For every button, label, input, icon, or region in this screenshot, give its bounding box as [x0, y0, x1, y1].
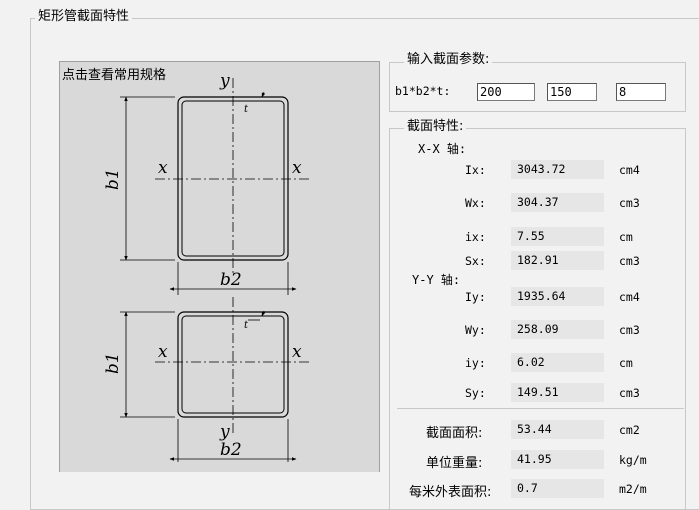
dimension-label: b1*b2*t: — [395, 84, 451, 98]
section-area-unit: cm2 — [619, 423, 640, 437]
prop-value-sx: 182.91 — [511, 251, 604, 270]
surface-area-per-meter-value: 0.7 — [511, 479, 604, 498]
prop-unit-sy: cm3 — [619, 386, 640, 400]
prop-unit-iy: cm — [619, 356, 633, 370]
prop-value-iy: 6.02 — [511, 353, 604, 372]
surface-area-per-meter-label: 每米外表面积: — [409, 485, 492, 500]
upper-b2-label: b2 — [220, 270, 242, 290]
upper-b1-label: b1 — [103, 168, 123, 190]
prop-unit-ix: cm — [619, 230, 633, 244]
yy-axis-heading: Y-Y 轴: — [412, 273, 461, 287]
unit-weight-label: 单位重量: — [426, 456, 483, 471]
section-area-label: 截面面积: — [426, 426, 483, 441]
prop-value-ix: 7.55 — [511, 227, 604, 246]
common-specs-link[interactable]: 点击查看常用规格 — [62, 68, 167, 83]
prop-value-iy: 1935.64 — [511, 287, 604, 306]
t-input[interactable]: 8 — [616, 83, 666, 101]
b1-input[interactable]: 200 — [477, 83, 535, 101]
lower-b1-label: b1 — [103, 352, 123, 374]
prop-label-ix: ix: — [465, 230, 486, 244]
section-diagram-panel[interactable]: 点击查看常用规格 y x x — [59, 61, 380, 472]
lower-t-label: t — [244, 320, 249, 331]
lower-tube-section — [120, 297, 310, 462]
prop-value-wx: 304.37 — [511, 193, 604, 212]
unit-weight-value: 41.95 — [511, 450, 604, 469]
prop-unit-iy: cm4 — [619, 290, 640, 304]
prop-unit-wy: cm3 — [619, 323, 640, 337]
prop-value-ix: 3043.72 — [511, 160, 604, 179]
upper-x-right-label: x — [292, 158, 302, 178]
xx-axis-heading: X-X 轴: — [418, 142, 467, 156]
lower-y-label: y — [219, 422, 230, 442]
prop-unit-wx: cm3 — [619, 196, 640, 210]
prop-label-wx: Wx: — [465, 196, 486, 210]
input-groupbox — [389, 62, 686, 112]
props-separator — [397, 408, 684, 409]
prop-label-ix: Ix: — [465, 163, 486, 177]
section-diagram: y x x t b1 b2 y x x t b1 b2 — [103, 71, 310, 462]
surface-area-per-meter-unit: m2/m — [619, 482, 647, 496]
prop-unit-sx: cm3 — [619, 254, 640, 268]
upper-x-left-label: x — [158, 158, 168, 178]
prop-value-wy: 258.09 — [511, 320, 604, 339]
prop-label-sy: Sy: — [465, 386, 486, 400]
upper-tube-section — [120, 78, 310, 295]
upper-y-label: y — [219, 71, 230, 91]
prop-unit-ix: cm4 — [619, 163, 640, 177]
prop-label-wy: Wy: — [465, 323, 486, 337]
lower-x-left-label: x — [158, 342, 168, 362]
lower-x-right-label: x — [292, 342, 302, 362]
props-group-title: 截面特性: — [404, 119, 467, 135]
section-area-value: 53.44 — [511, 420, 604, 439]
prop-label-iy: iy: — [465, 356, 486, 370]
prop-value-sy: 149.51 — [511, 383, 604, 402]
window-title: 矩形管截面特性 — [35, 9, 133, 25]
prop-label-sx: Sx: — [465, 254, 486, 268]
lower-b2-label: b2 — [220, 440, 242, 460]
b2-input[interactable]: 150 — [547, 83, 597, 101]
unit-weight-unit: kg/m — [619, 453, 647, 467]
upper-t-label: t — [244, 104, 249, 115]
prop-label-iy: Iy: — [465, 290, 486, 304]
input-group-title: 输入截面参数: — [404, 52, 493, 68]
